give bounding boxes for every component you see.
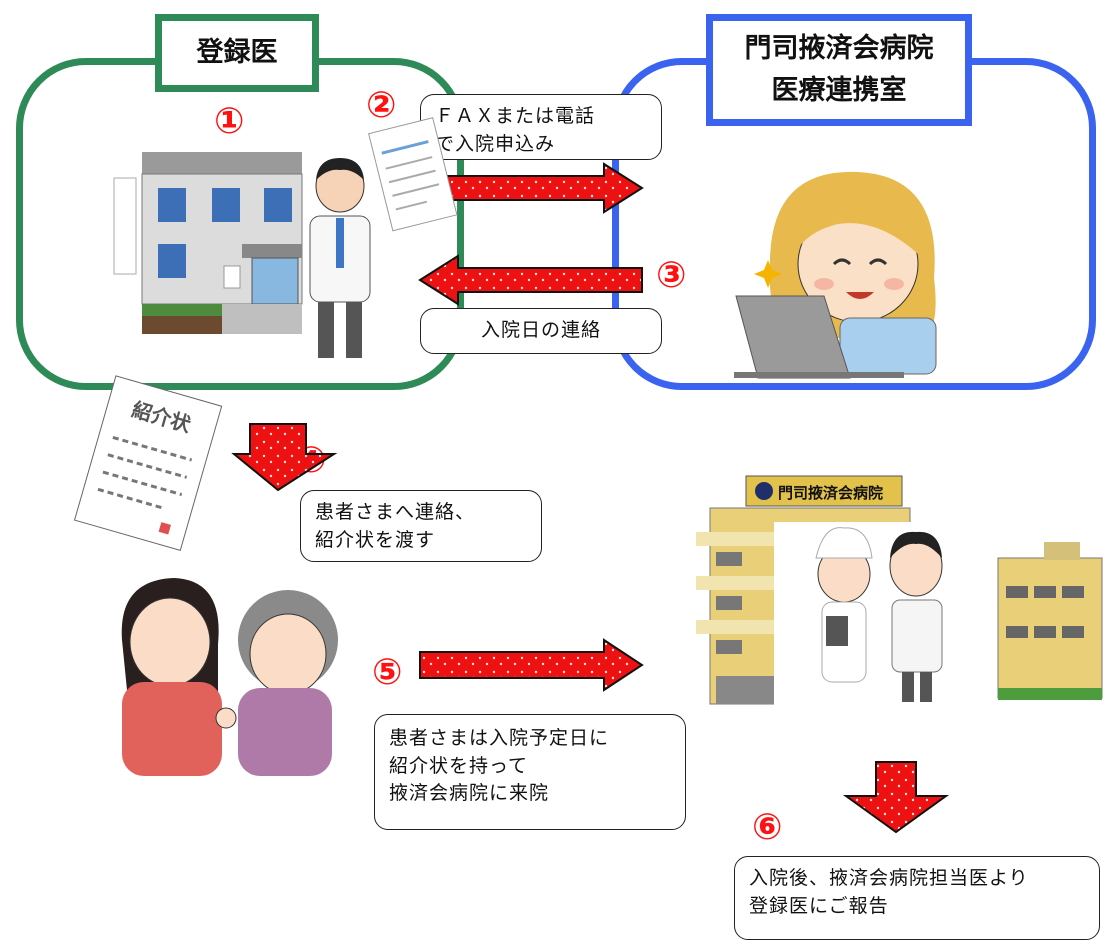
patient-visit-note: 患者さまは入院予定日に 紹介状を持って 掖済会病院に来院 <box>374 714 686 830</box>
registered-doctor-title: 登録医 <box>155 14 319 92</box>
fax-phone-note: ＦＡＸまたは電話 で入院申込み <box>420 94 662 160</box>
referral-letter-illustration: 紹介状 <box>73 375 223 552</box>
step-1-number: ① <box>214 101 245 142</box>
admission-date-note: 入院日の連絡 <box>420 308 662 354</box>
report-note: 入院後、掖済会病院担当医より 登録医にご報告 <box>734 856 1100 940</box>
hospital-office-title-line2: 医療連携室 <box>771 75 907 106</box>
liaison-staff-illustration <box>734 171 937 379</box>
hospital-sign-text: 門司掖済会病院 <box>778 484 883 502</box>
step-5-number: ⑤ <box>372 652 403 693</box>
arrow-down-step6 <box>842 761 950 834</box>
step-3-number: ③ <box>656 255 687 296</box>
arrow-visit-right <box>419 638 644 692</box>
arrow-down-step4 <box>231 423 338 492</box>
arrow-contact-left <box>418 254 643 306</box>
hospital-office-title-line1: 門司掖済会病院 <box>744 33 934 65</box>
step-6-number: ⑥ <box>752 807 783 848</box>
fax-paper-illustration <box>368 117 458 232</box>
hospital-office-title: 門司掖済会病院 医療連携室 <box>706 14 972 126</box>
contact-patient-note: 患者さまへ連絡、 紹介状を渡す <box>300 490 542 562</box>
patient-family-illustration <box>121 578 338 776</box>
doctor-illustration <box>309 158 371 358</box>
hospital-building-illustration: 門司掖済会病院 <box>696 475 1103 708</box>
step-2-number: ② <box>366 85 397 126</box>
clinic-building-illustration <box>113 152 303 334</box>
